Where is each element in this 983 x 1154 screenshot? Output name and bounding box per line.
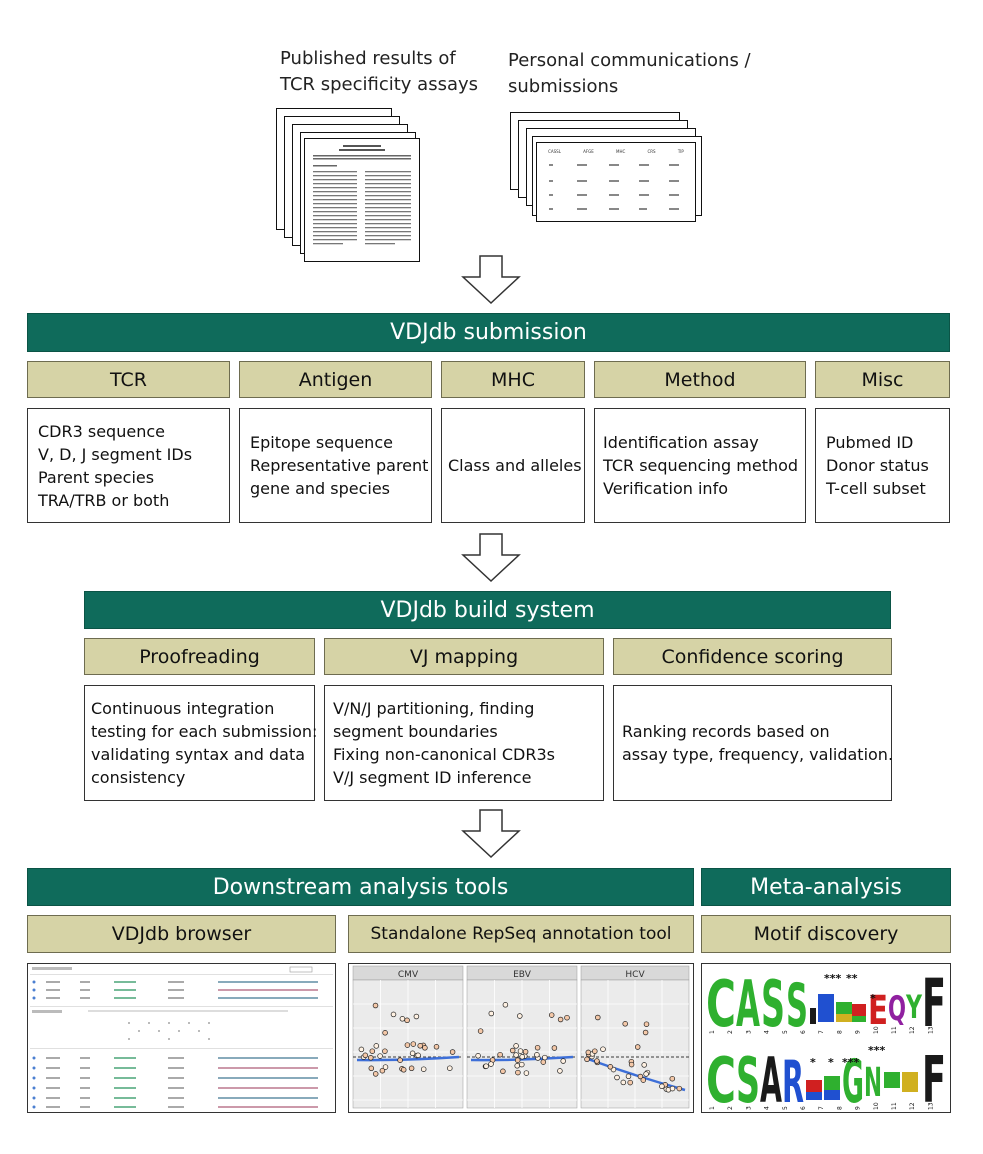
tcr-fields-box: CDR3 sequence V, D, J segment IDs Parent… <box>27 408 230 523</box>
logo-position-tick: 8 <box>836 1030 843 1034</box>
confidence-scoring-header: Confidence scoring <box>613 638 892 675</box>
logo-position-tick: 5 <box>782 1030 789 1034</box>
svg-text:***: *** <box>824 972 842 985</box>
logo-position-tick: 13 <box>927 1102 934 1110</box>
down-arrow-3 <box>461 809 521 859</box>
logo-position-tick: 3 <box>745 1106 752 1110</box>
logo-position-tick: 5 <box>782 1106 789 1110</box>
logo1-letter-e: E <box>868 988 888 1034</box>
table-document: CASSL AFGE MHC CRS TIP <box>536 142 696 222</box>
logo2-letter-a: A <box>760 1044 782 1112</box>
logo-position-tick: 11 <box>891 1102 898 1110</box>
tcr-header: TCR <box>27 361 230 398</box>
logo-position-tick: 8 <box>836 1106 843 1110</box>
antigen-header: Antigen <box>239 361 432 398</box>
logo-position-tick: 4 <box>764 1030 771 1034</box>
antigen-fields-box: Epitope sequence Representative parent g… <box>239 408 432 523</box>
svg-text:*: * <box>870 992 876 1005</box>
logo1-letter-y: Y <box>905 988 922 1026</box>
logo1-letter-s: S <box>761 968 785 1042</box>
logo-position-tick: 7 <box>818 1030 825 1034</box>
motif-logo-row-1: C A S S E Q Y F *** ** * <box>706 965 946 1042</box>
logo-position-tick: 6 <box>800 1030 807 1034</box>
logo2-letter-n: N <box>864 1060 882 1106</box>
logo-position-tick: 1 <box>709 1030 716 1034</box>
misc-fields-box: Pubmed ID Donor status T-cell subset <box>815 408 950 523</box>
logo2-letter-g: G <box>842 1047 864 1112</box>
method-header: Method <box>594 361 806 398</box>
logo1-letter-f: F <box>922 965 946 1042</box>
annotation-tool-plot: CMV EBV HCV <box>348 963 694 1113</box>
vdjdb-submission-header: VDJdb submission <box>27 313 950 352</box>
confidence-scoring-box: Ranking records based on assay type, fre… <box>613 685 893 801</box>
mhc-fields-box: Class and alleles <box>441 408 585 523</box>
logo-position-tick: 12 <box>909 1102 916 1110</box>
facet-label-ebv: EBV <box>513 970 532 980</box>
logo2-letter-f: F <box>922 1044 946 1112</box>
logo-position-tick: 13 <box>927 1026 934 1034</box>
logo-position-tick: 2 <box>727 1030 734 1034</box>
svg-text:**: ** <box>846 972 858 985</box>
logo-position-tick: 10 <box>873 1026 880 1034</box>
meta-analysis-header: Meta-analysis <box>701 868 951 906</box>
logo-position-tick: 12 <box>909 1026 916 1034</box>
logo1-letter-q: Q <box>888 989 906 1029</box>
svg-text:***: *** <box>868 1044 886 1057</box>
logo-position-tick: 1 <box>709 1106 716 1110</box>
published-results-label: Published results of TCR specificity ass… <box>280 48 479 95</box>
logo-position-tick: 4 <box>764 1106 771 1110</box>
logo-position-tick: 2 <box>727 1106 734 1110</box>
logo2-letter-c: C <box>706 1044 736 1112</box>
logo-position-tick: 6 <box>800 1106 807 1110</box>
paper-document <box>304 138 420 262</box>
logo1-letter-s2: S <box>786 971 808 1041</box>
facet-label-hcv: HCV <box>625 970 645 980</box>
logo-position-tick: 7 <box>818 1106 825 1110</box>
logo-position-tick: 9 <box>855 1030 862 1034</box>
vdjdb-browser-header: VDJdb browser <box>27 915 336 953</box>
facet-plot-svg: CMV EBV HCV <box>349 964 693 1112</box>
vj-mapping-box: V/N/J partitioning, finding segment boun… <box>324 685 604 801</box>
mhc-header: MHC <box>441 361 585 398</box>
down-arrow-1 <box>461 255 521 305</box>
logo1-letter-c: C <box>706 968 736 1042</box>
svg-text:*: * <box>828 1056 834 1069</box>
logo-position-tick: 9 <box>855 1106 862 1110</box>
misc-header: Misc <box>815 361 950 398</box>
personal-communications-label: Personal communications / submissions <box>508 50 751 97</box>
down-arrow-2 <box>461 533 521 583</box>
downstream-analysis-tools-header: Downstream analysis tools <box>27 868 694 906</box>
motif-logo: C A S S E Q Y F *** ** * C S A R <box>701 963 951 1113</box>
logo-position-tick: 11 <box>891 1026 898 1034</box>
annotation-tool-header: Standalone RepSeq annotation tool <box>348 915 694 953</box>
logo1-letter-a: A <box>736 968 760 1042</box>
logo-position-tick: 3 <box>745 1030 752 1034</box>
logo2-letter-s: S <box>736 1044 760 1112</box>
vj-mapping-header: VJ mapping <box>324 638 604 675</box>
logo2-letter-r: R <box>782 1048 804 1112</box>
proofreading-header: Proofreading <box>84 638 315 675</box>
method-fields-box: Identification assay TCR sequencing meth… <box>594 408 806 523</box>
svg-text:*: * <box>810 1056 816 1069</box>
proofreading-box: Continuous integration testing for each … <box>84 685 317 801</box>
facet-label-cmv: CMV <box>398 970 419 980</box>
logo-position-tick: 10 <box>873 1102 880 1110</box>
svg-text:***: *** <box>842 1056 860 1069</box>
vdjdb-browser-screenshot <box>27 963 336 1113</box>
motif-discovery-header: Motif discovery <box>701 915 951 953</box>
vdjdb-build-system-header: VDJdb build system <box>84 591 891 629</box>
motif-logo-row-2: C S A R G N F * * *** *** <box>706 1044 946 1112</box>
